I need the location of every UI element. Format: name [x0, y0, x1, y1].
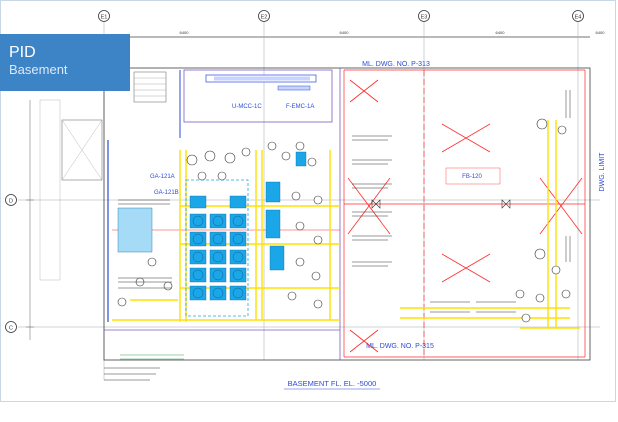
mcc-panel-fill	[214, 76, 310, 81]
grid-marker: E2	[258, 10, 270, 22]
row-marker: C	[5, 321, 17, 333]
grid-marker-label: E4	[575, 15, 582, 21]
fb-box	[445, 167, 501, 185]
instrument-bubbles	[117, 118, 571, 323]
grid-marker: E3	[418, 10, 430, 22]
dimension-label: 6400	[340, 30, 350, 35]
ga-121a-label: GA-121A	[150, 174, 175, 180]
basement-label: BASEMENT FL. EL. -5000	[288, 379, 377, 388]
red-x-mark	[347, 79, 583, 353]
pid-drawing[interactable]: E1 E2 E3 E4 D C 6400 6400 6400 6400	[0, 0, 618, 402]
emc-panel	[277, 85, 311, 91]
dimension-label: 6400	[496, 30, 506, 35]
fb-label: FB-120	[462, 174, 482, 180]
bottom-ref-label: ML. DWG. NO. P-315	[366, 343, 434, 350]
red-boundary	[112, 69, 586, 358]
equipment-circles	[192, 215, 244, 299]
grid-marker: E4	[572, 10, 584, 22]
valve-symbols	[371, 199, 511, 209]
tag-text-blocks	[104, 90, 571, 381]
stair-core	[39, 71, 167, 281]
grid-marker-label: E2	[261, 15, 268, 21]
grid-marker-label: E1	[101, 15, 108, 21]
skid-outline	[185, 179, 249, 317]
badge-title: PID	[9, 44, 36, 61]
drawing-frame	[0, 0, 616, 402]
yellow-piping	[112, 120, 580, 329]
electrical-room	[183, 69, 333, 123]
equipment-array	[117, 151, 307, 301]
dimension-label: 6400	[596, 30, 606, 35]
building-outline	[103, 67, 591, 361]
grid-marker-label: E3	[421, 15, 428, 21]
top-ref-label: ML. DWG. NO. P-313	[362, 61, 430, 68]
f-emc-label: F-EMC-1A	[286, 104, 314, 110]
dwg-limit-label: DWG. LIMIT	[599, 152, 606, 192]
u-mcc-label: U-MCC-1C	[232, 104, 262, 110]
bottom-lines	[120, 354, 184, 360]
grid-marker: E1	[98, 10, 110, 22]
ga-121b-label: GA-121B	[154, 190, 179, 196]
row-marker-label: D	[9, 199, 13, 205]
row-marker: D	[5, 194, 17, 206]
view-badge: PID Basement	[0, 34, 130, 91]
badge-subtitle: Basement	[9, 62, 68, 77]
dimension-label: 6400	[180, 30, 190, 35]
row-marker-label: C	[9, 326, 13, 332]
